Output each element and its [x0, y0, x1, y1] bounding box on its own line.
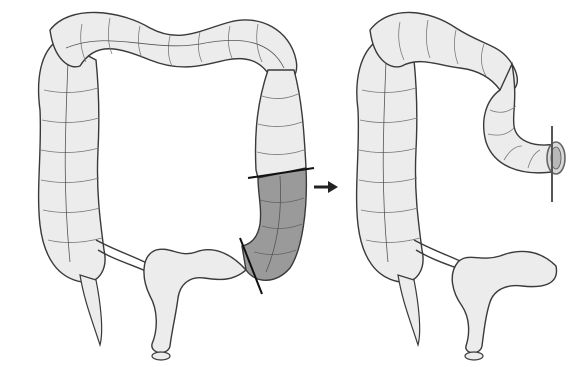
colon-after — [357, 12, 565, 360]
resected-segment — [242, 168, 306, 280]
appendix-after — [398, 275, 420, 345]
residual-rectum — [452, 251, 556, 352]
colon-before — [39, 12, 314, 360]
sigmoid-rectum — [144, 249, 246, 352]
ascending-colon-after — [357, 40, 423, 282]
anal-opening-after — [465, 352, 483, 360]
descending-colon — [256, 70, 307, 178]
appendix — [80, 275, 102, 345]
stoma-clamp-icon — [547, 126, 565, 202]
right-arrow-icon — [314, 181, 338, 193]
anal-opening — [152, 352, 170, 360]
ascending-colon — [39, 40, 105, 282]
